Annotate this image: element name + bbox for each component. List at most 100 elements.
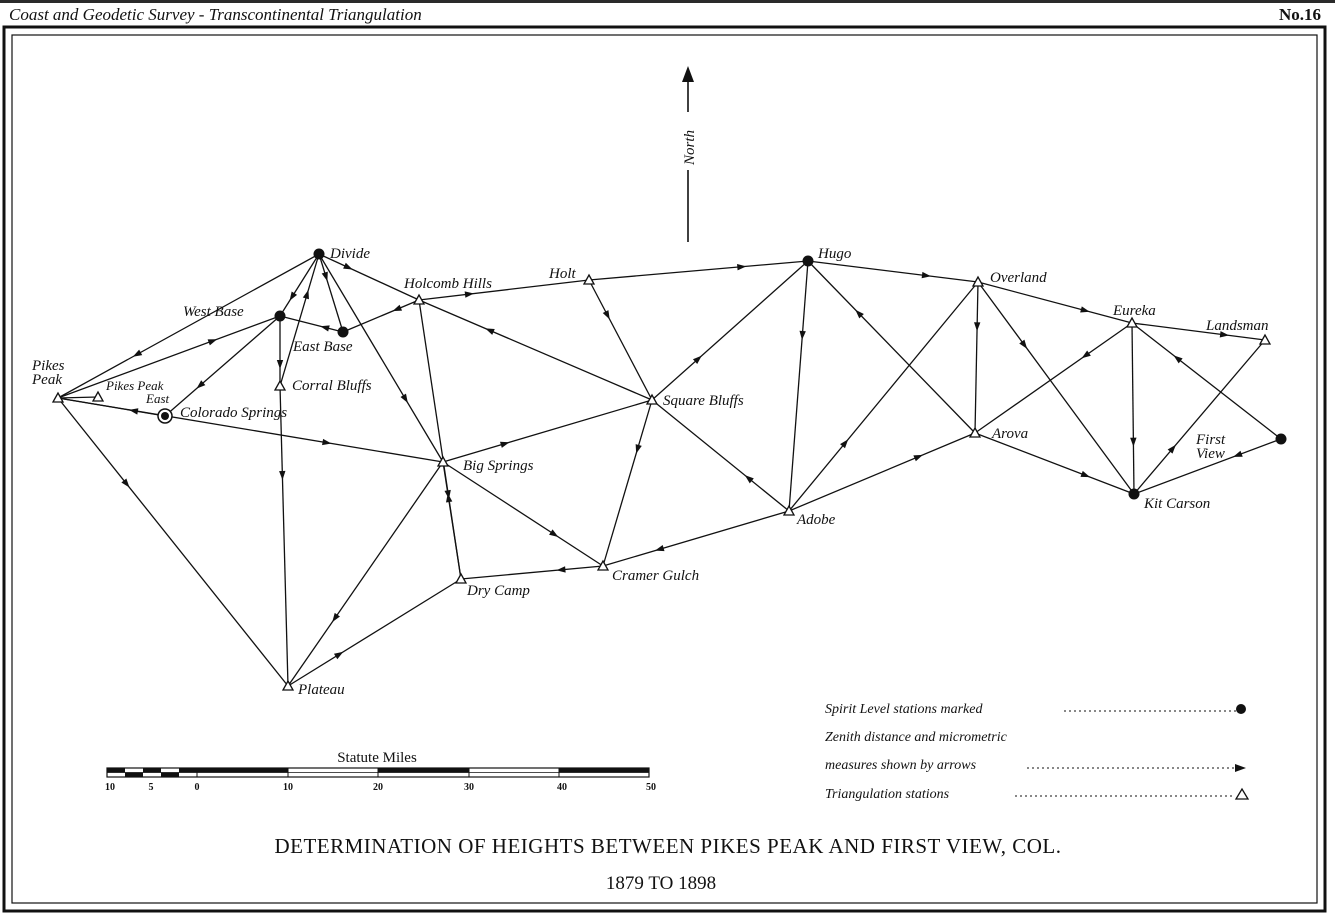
legend-triangle-symbol [1234, 787, 1250, 800]
station-label-holcomb_hills: Holcomb Hills [403, 276, 492, 292]
edge-hugo-square_bluffs [651, 260, 809, 401]
edge-eureka-kit_carson [1131, 322, 1135, 495]
scale-tick-label: 50 [646, 782, 656, 793]
station-pikes_peak_east [91, 390, 105, 402]
station-adobe [782, 504, 796, 516]
edge-arrow [855, 309, 864, 319]
scale-tick-label: 30 [464, 782, 474, 793]
edge-landsman-kit_carson [1133, 339, 1266, 495]
station-label-east_base: East Base [292, 339, 353, 355]
scale-tick-label: 40 [557, 782, 567, 793]
edge-arrow [1130, 437, 1137, 447]
station-label-square_bluffs: Square Bluffs [663, 393, 744, 409]
edge-dry_camp-plateau [287, 578, 462, 687]
station-label-dry_camp: Dry Camp [466, 583, 530, 599]
north-arrow: North [678, 66, 698, 242]
station-label-landsman: Landsman [1205, 318, 1269, 334]
edge-overland-kit_carson [977, 281, 1135, 495]
edge-arrow [1081, 350, 1091, 359]
station-west_base [274, 310, 286, 322]
edge-arrow [279, 470, 286, 480]
station-colorado_springs [157, 408, 173, 424]
edge-divide-big_springs [318, 253, 444, 463]
station-dry_camp [454, 572, 468, 584]
edge-pikes_peak-plateau [57, 397, 289, 687]
station-arova [968, 426, 982, 438]
edge-arrow [302, 289, 309, 300]
station-label-divide: Divide [329, 246, 370, 262]
edge-hugo-arova [807, 260, 976, 434]
north-label: North [682, 130, 698, 166]
edge-arrow [737, 263, 747, 271]
legend-spirit-level: Spirit Level stations marked [825, 702, 983, 717]
edge-arrow [445, 493, 453, 503]
edge-holt-square_bluffs [588, 279, 653, 401]
legend-dot-symbol [1236, 704, 1246, 714]
station-kit_carson [1128, 488, 1140, 500]
station-landsman [1258, 333, 1272, 345]
edge-holt-hugo [588, 260, 809, 281]
edge-divide-east_base [318, 253, 344, 333]
edge-arrow [332, 612, 340, 623]
station-holt [582, 273, 596, 285]
scale-title: Statute Miles [337, 750, 417, 766]
edge-arrow [392, 304, 403, 312]
scale-tick-label: 5 [149, 782, 154, 793]
edge-arrow [799, 330, 806, 340]
edge-divide-holcomb_hills [318, 253, 420, 301]
station-square_bluffs [645, 393, 659, 405]
edge-arrow [921, 271, 931, 279]
edge-arrow [556, 566, 566, 573]
station-big_springs [436, 455, 450, 467]
edge-arrow [321, 271, 328, 282]
edge-arrow [1019, 339, 1028, 349]
edge-cramer_gulch-dry_camp [460, 565, 604, 580]
station-label-colorado_springs: Colorado Springs [180, 405, 287, 421]
edge-west_base-east_base [279, 315, 344, 333]
map-subtitle: 1879 TO 1898 [606, 873, 716, 894]
stations-layer [51, 248, 1287, 691]
edge-arrow [913, 454, 923, 462]
edge-arrow [132, 349, 143, 357]
header-series-title: Coast and Geodetic Survey - Transcontine… [9, 5, 422, 24]
edge-holcomb_hills-square_bluffs [418, 299, 653, 401]
scale-tick-label: 10 [105, 782, 115, 793]
edge-arrow [320, 325, 330, 332]
station-label-cramer_gulch: Cramer Gulch [612, 568, 699, 584]
station-corral_bluffs [273, 379, 287, 391]
edge-arrow [549, 529, 559, 537]
edge-arrow [343, 262, 353, 270]
station-divide [313, 248, 325, 260]
edge-arrow [196, 380, 206, 389]
edge-square_bluffs-big_springs [442, 399, 653, 463]
station-holcomb_hills [412, 293, 426, 305]
legend-zenith-line1: Zenith distance and micrometric [825, 730, 1008, 745]
station-label-corral_bluffs: Corral Bluffs [292, 378, 372, 394]
edge-arrow [289, 291, 298, 301]
edge-big_springs-dry_camp [442, 461, 462, 580]
edges-layer [57, 253, 1282, 687]
edge-holcomb_hills-holt [418, 279, 590, 301]
station-label-adobe: Adobe [796, 512, 836, 528]
scale-bar: Statute Miles 10 5 0 10 20 30 40 50 [105, 750, 656, 793]
edge-arrow [635, 444, 642, 454]
edge-arrow [400, 393, 408, 404]
map-title: DETERMINATION OF HEIGHTS BETWEEN PIKES P… [274, 834, 1061, 858]
edge-pikes_peak-big_springs [57, 397, 444, 463]
edge-arrow [276, 360, 284, 369]
edge-hugo-overland [807, 260, 979, 283]
edge-overland-adobe [788, 281, 979, 512]
edge-arova-adobe [788, 432, 976, 512]
station-label-overland: Overland [990, 270, 1047, 286]
edge-arova-kit_carson [974, 432, 1135, 495]
edge-square_bluffs-cramer_gulch [602, 399, 653, 567]
edge-eureka-landsman [1131, 322, 1266, 341]
edge-pikes_peak-west_base [57, 315, 281, 399]
edge-arrow [1167, 444, 1176, 454]
edge-overland-arova [974, 281, 979, 434]
